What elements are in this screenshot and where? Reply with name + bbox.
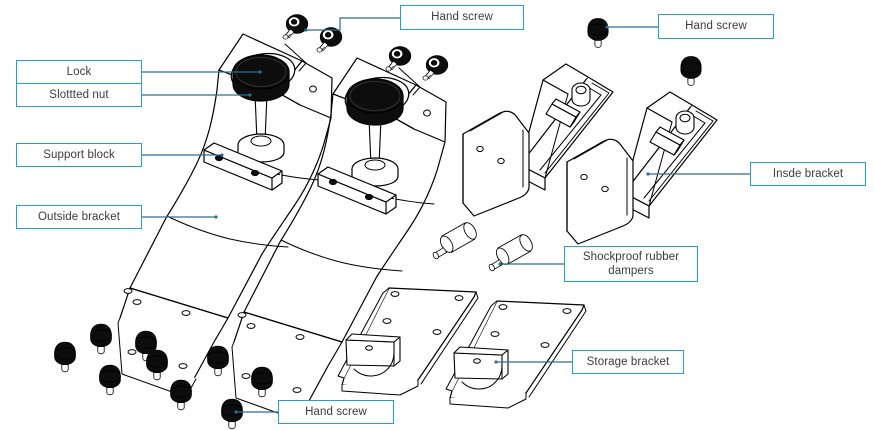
lock-knob-right-part — [346, 78, 404, 187]
storage-bracket-left-part — [337, 287, 479, 396]
callout-hand-screw-top-center[interactable]: Hand screw — [400, 5, 524, 30]
inside-bracket-left-part — [462, 63, 614, 217]
callout-lock[interactable]: Lock — [16, 60, 142, 84]
callout-rubber-dampers[interactable]: Shockproof rubber dampers — [564, 246, 698, 282]
callout-inside-bracket[interactable]: Insde bracket — [750, 162, 866, 186]
callout-outside-bracket[interactable]: Outside bracket — [16, 205, 142, 229]
support-block-left-part — [203, 142, 283, 191]
callout-hand-screw-bottom[interactable]: Hand screw — [278, 400, 394, 424]
inside-bracket-right-part — [566, 91, 718, 245]
callout-slotted-nut[interactable]: Slottted nut — [16, 83, 142, 107]
callout-storage-bracket[interactable]: Storage bracket — [572, 350, 684, 374]
callout-hand-screw-top-right[interactable]: Hand screw — [658, 14, 774, 39]
leader-hand-screw-top-center — [306, 17, 400, 31]
support-block-right-part — [317, 166, 397, 215]
callout-support-block[interactable]: Support block — [16, 143, 142, 167]
storage-bracket-right-part — [445, 300, 587, 409]
